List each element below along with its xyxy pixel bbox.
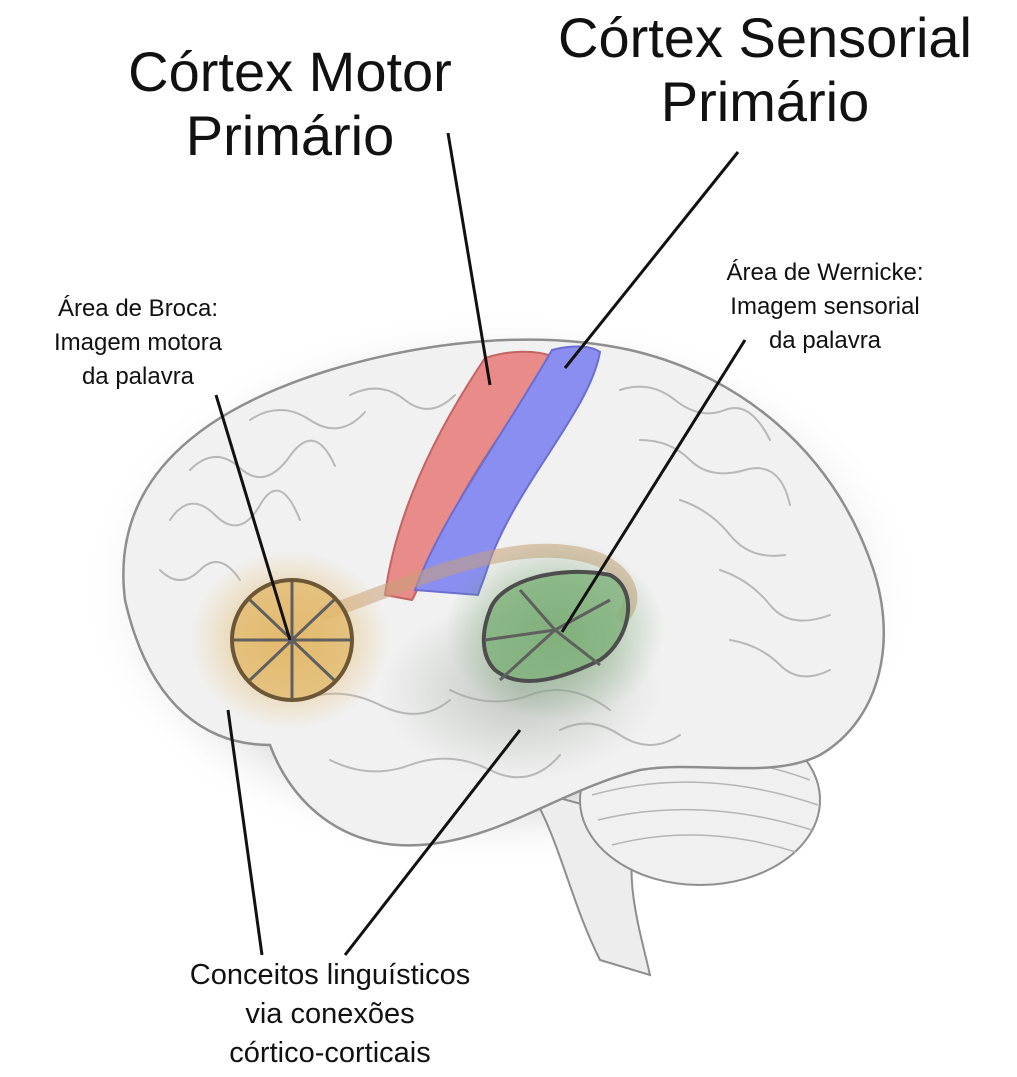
- wernicke-area-label: Área de Wernicke: Imagem sensorial da pa…: [680, 256, 970, 358]
- linguistic-concepts-label: Conceitos linguísticos via conexões córt…: [140, 956, 520, 1073]
- broca-arrows: [234, 582, 350, 698]
- sensory-cortex-label: Córtex Sensorial Primário: [515, 6, 1015, 134]
- broca-area-label: Área de Broca: Imagem motora da palavra: [14, 292, 262, 394]
- motor-cortex-label: Córtex Motor Primário: [85, 40, 495, 168]
